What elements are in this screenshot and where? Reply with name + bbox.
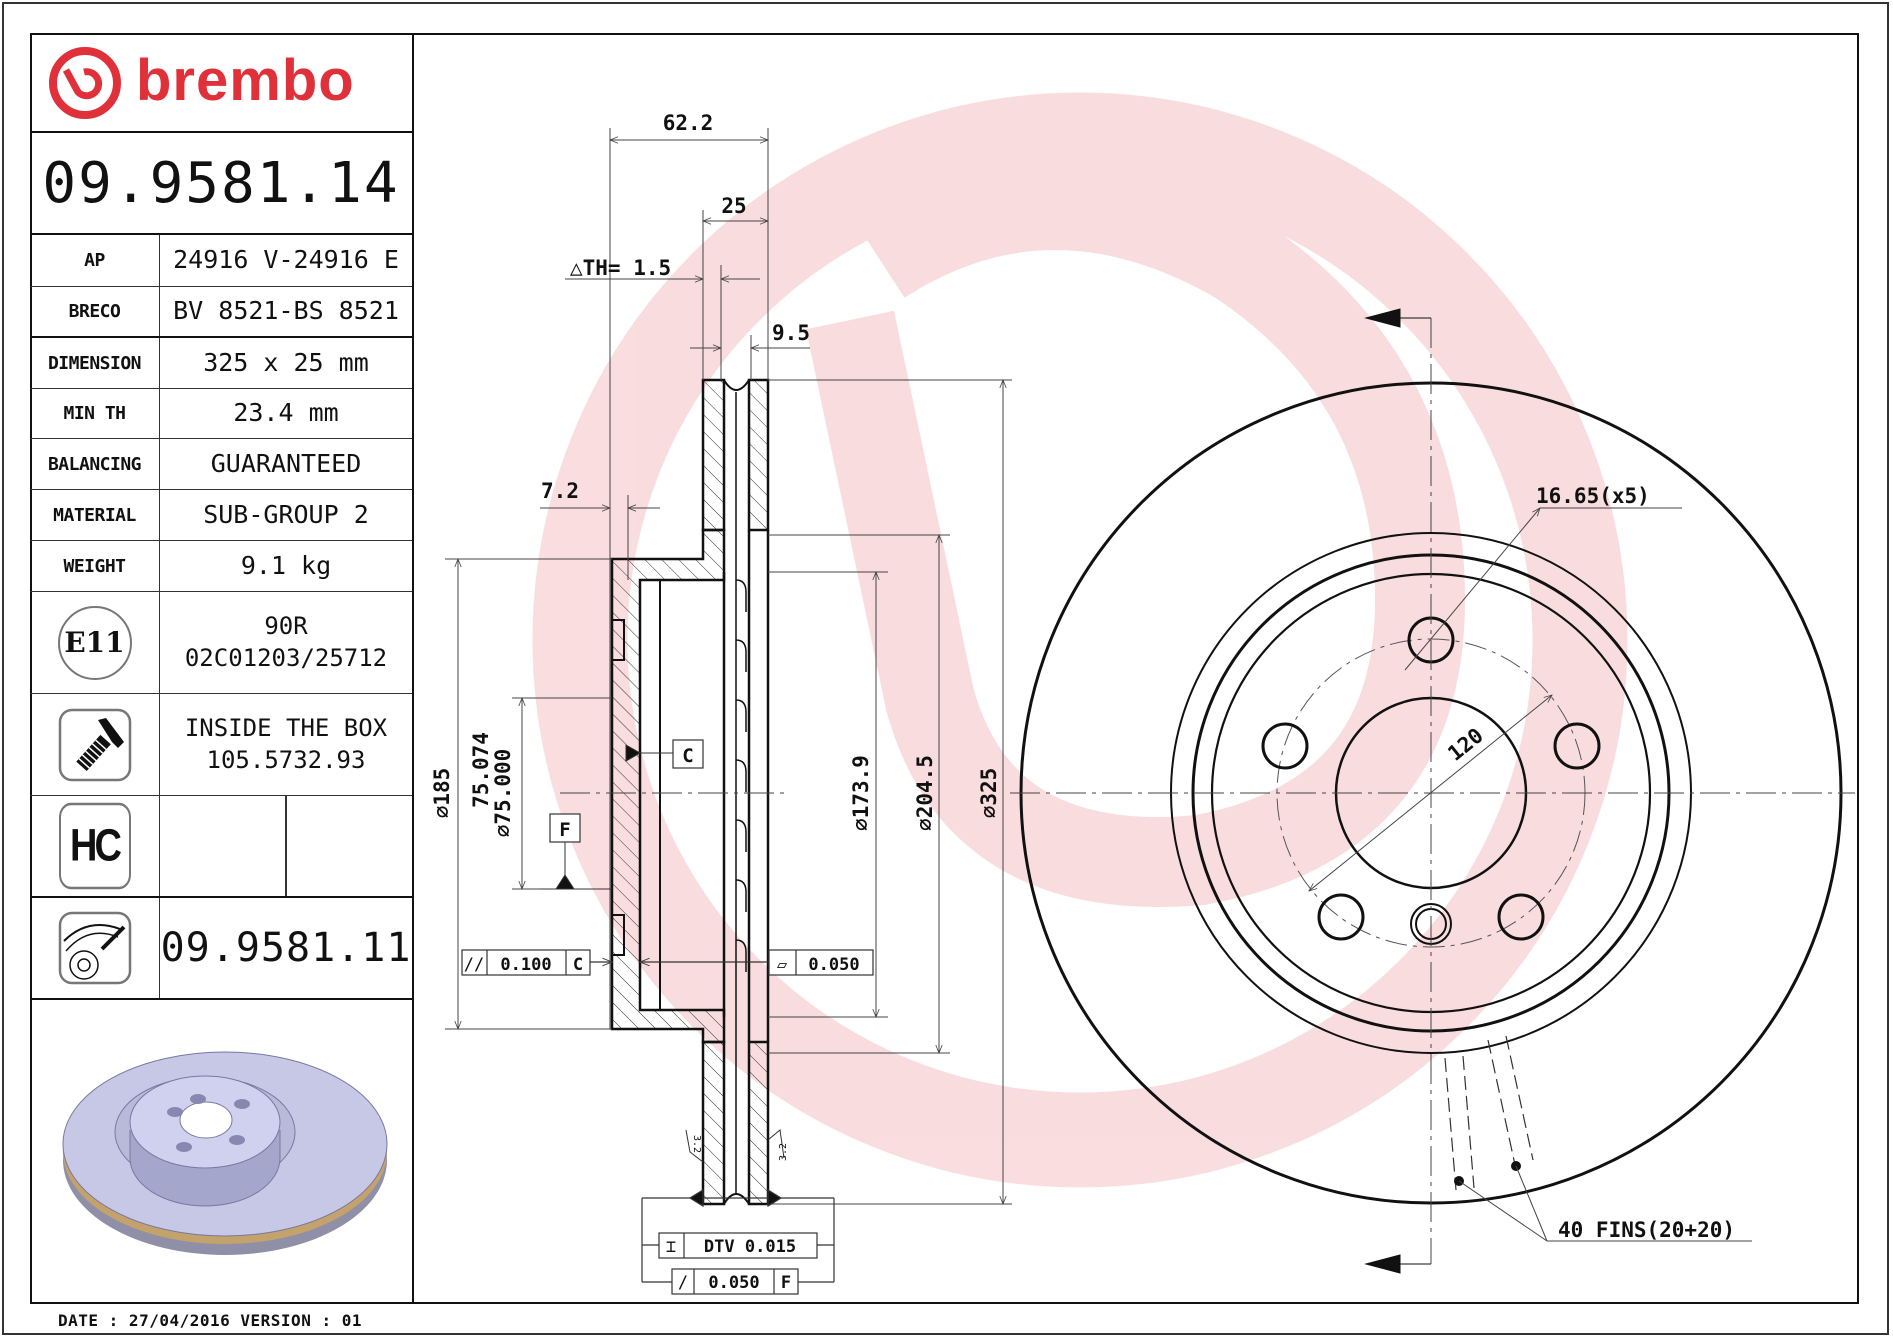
brembo-watermark-icon xyxy=(532,92,1628,1188)
spec-value: 24916 V-24916 E xyxy=(173,245,399,275)
svg-text:C: C xyxy=(573,955,583,975)
spec-value: BV 8521-BS 8521 xyxy=(173,296,399,326)
section-dimensions xyxy=(445,128,1012,1204)
part-number: 09.9581.14 xyxy=(42,150,400,216)
drawing-frame xyxy=(30,33,1859,1304)
spec-row-breco: BRECO BV 8521-BS 8521 xyxy=(30,287,412,338)
svg-text://: // xyxy=(464,955,484,975)
svg-text:0.050: 0.050 xyxy=(708,1273,759,1293)
e11-approval-icon: E11 xyxy=(57,605,132,680)
screw-note: INSIDE THE BOX xyxy=(184,714,388,743)
face-view-labels: 16.65(x5) 120 40 FINS(20+20) xyxy=(1443,484,1735,1242)
spec-value: 23.4 mm xyxy=(233,398,339,428)
part-number-row: 09.9581.14 xyxy=(30,133,412,235)
spec-value: 9.1 kg xyxy=(240,550,332,580)
screw-part-number: 105.5732.93 xyxy=(206,745,366,774)
svg-text:0.100: 0.100 xyxy=(500,955,551,975)
title-block: brembo 09.9581.14 AP 24916 V-24916 E BRE… xyxy=(30,33,414,1304)
svg-text:△TH= 1.5: △TH= 1.5 xyxy=(570,256,671,280)
svg-text:DTV 0.015: DTV 0.015 xyxy=(704,1237,796,1257)
parallelism-tolerance: // 0.100 C xyxy=(461,949,769,976)
svg-text:62.2: 62.2 xyxy=(663,111,714,135)
alt-part-number: 09.9581.11 xyxy=(160,925,412,971)
svg-text:7.2: 7.2 xyxy=(541,479,579,503)
svg-text:▱: ▱ xyxy=(777,955,788,975)
spec-label: BRECO xyxy=(30,287,160,336)
spec-value: SUB-GROUP 2 xyxy=(203,499,369,529)
spec-label: BALANCING xyxy=(30,439,160,489)
svg-text:0.050: 0.050 xyxy=(808,955,859,975)
svg-text:C: C xyxy=(682,745,693,767)
alt-part-row: 09.9581.11 xyxy=(30,898,412,1000)
spec-row-ap: AP 24916 V-24916 E xyxy=(30,235,412,287)
disc-3d-render xyxy=(30,1000,412,1302)
svg-text:⌶: ⌶ xyxy=(666,1237,676,1257)
svg-text:/: / xyxy=(678,1273,688,1293)
brand-name: brembo xyxy=(136,47,355,113)
svg-text:16.65(x5): 16.65(x5) xyxy=(1536,484,1650,508)
spec-label: AP xyxy=(30,235,160,286)
spec-row-material: MATERIAL SUB-GROUP 2 xyxy=(30,490,412,541)
spec-label: DIMENSION xyxy=(30,338,160,388)
svg-text:9.5: 9.5 xyxy=(772,321,810,345)
approval-code: 90R xyxy=(264,612,308,641)
hc-row: HC xyxy=(30,796,412,898)
spec-value: GUARANTEED xyxy=(210,448,362,478)
screw-row: INSIDE THE BOX 105.5732.93 xyxy=(30,694,412,796)
section-dimension-labels: 62.2 25 △TH= 1.5 9.5 7.2 ∅185 75.074 ∅75… xyxy=(430,111,1001,837)
svg-text:∅185: ∅185 xyxy=(430,768,454,819)
svg-text:F: F xyxy=(781,1273,791,1293)
svg-text:∅204.5: ∅204.5 xyxy=(913,755,937,831)
svg-text:75.074: 75.074 xyxy=(469,732,493,808)
approval-number: 02C01203/25712 xyxy=(184,643,388,672)
surface-roughness-marks: 3.2 3.2 xyxy=(685,1129,789,1163)
svg-text:∅75.000: ∅75.000 xyxy=(491,749,515,838)
svg-text:3.2: 3.2 xyxy=(691,1135,702,1153)
svg-text:3.2: 3.2 xyxy=(778,1143,789,1161)
brake-disc-image xyxy=(62,1051,388,1255)
disc-coated-icon xyxy=(58,911,131,985)
approval-row: E11 90R 02C01203/25712 xyxy=(30,592,412,694)
spec-value: 325 x 25 mm xyxy=(203,347,369,377)
svg-text:∅325: ∅325 xyxy=(977,768,1001,819)
spec-label: MIN TH xyxy=(30,389,160,438)
spec-label: WEIGHT xyxy=(30,541,160,591)
screw-icon xyxy=(58,708,131,781)
hc-empty-cell xyxy=(285,796,287,896)
svg-text:F: F xyxy=(559,819,570,841)
dtv-runout-tolerances: ⌶ DTV 0.015 / 0.050 F xyxy=(641,1188,835,1295)
brembo-logo-icon xyxy=(49,47,121,119)
cross-section-view xyxy=(560,378,790,1206)
date-version: DATE : 27/04/2016 VERSION : 01 xyxy=(58,1311,362,1330)
datum-c: C xyxy=(625,739,704,769)
svg-text:25: 25 xyxy=(721,194,746,218)
svg-text:∅173.9: ∅173.9 xyxy=(849,755,873,831)
face-view xyxy=(1010,308,1855,1274)
spec-label: MATERIAL xyxy=(30,490,160,540)
spec-row-dimension: DIMENSION 325 x 25 mm xyxy=(30,338,412,389)
svg-text:40 FINS(20+20): 40 FINS(20+20) xyxy=(1558,1218,1735,1242)
datum-f: F xyxy=(540,813,612,890)
spec-row-min-th: MIN TH 23.4 mm xyxy=(30,389,412,439)
spec-row-balancing: BALANCING GUARANTEED xyxy=(30,439,412,490)
flatness-tolerance: ▱ 0.050 xyxy=(768,949,874,976)
logo-row: brembo xyxy=(30,33,412,133)
hc-badge-icon: HC xyxy=(58,802,131,890)
spec-row-weight: WEIGHT 9.1 kg xyxy=(30,541,412,592)
